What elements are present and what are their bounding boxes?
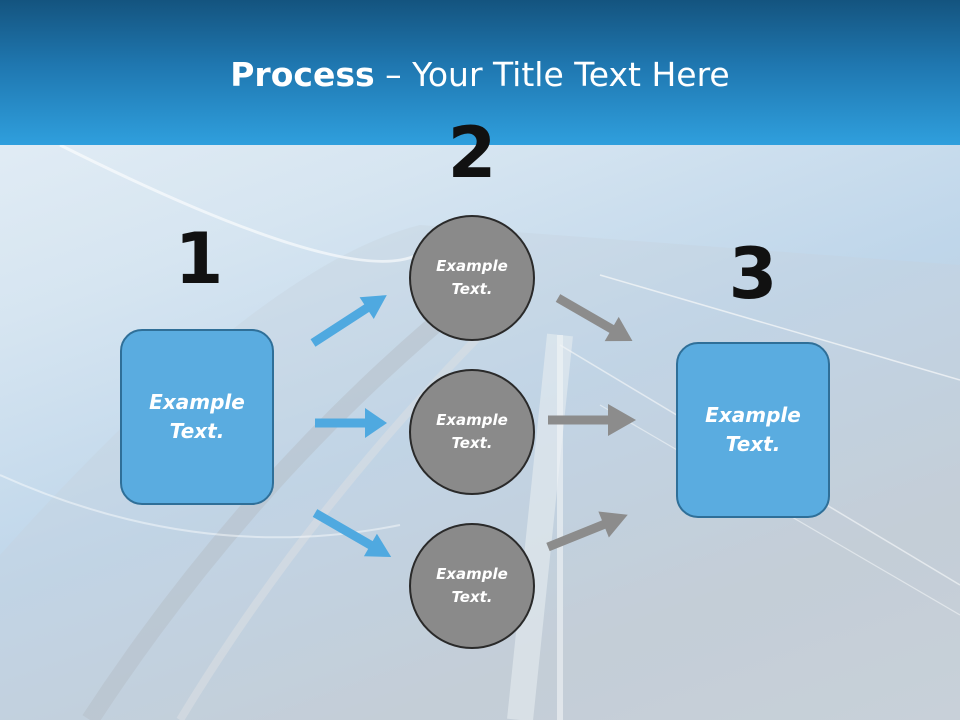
step-number-3: 3 <box>728 233 778 315</box>
step-number-1: 1 <box>174 218 224 300</box>
arrow-gray-up <box>546 511 628 552</box>
arrow-blue-up <box>310 295 387 347</box>
arrow-blue-down <box>312 509 392 557</box>
step-3-box[interactable]: Example Text. <box>676 342 830 518</box>
step-2-circle-bottom[interactable]: Example Text. <box>409 523 535 649</box>
circle-top-text: Example Text. <box>436 257 508 298</box>
header-bar <box>0 0 960 145</box>
circle-middle-text: Example Text. <box>436 411 508 452</box>
step-number-2: 2 <box>447 112 497 194</box>
slide-title: Process – Your Title Text Here <box>0 54 960 96</box>
step-1-box-text: Example Text. <box>149 390 245 443</box>
step-2-circle-middle[interactable]: Example Text. <box>409 369 535 495</box>
circle-bottom-text: Example Text. <box>436 565 508 606</box>
title-bold: Process <box>230 55 375 94</box>
arrow-gray-down <box>555 294 633 342</box>
arrow-gray-right <box>548 404 636 436</box>
step-2-circle-top[interactable]: Example Text. <box>409 215 535 341</box>
step-1-box[interactable]: Example Text. <box>120 329 274 505</box>
arrow-blue-right <box>315 408 387 438</box>
step-3-box-text: Example Text. <box>705 403 801 456</box>
title-rest: – Your Title Text Here <box>374 55 730 94</box>
